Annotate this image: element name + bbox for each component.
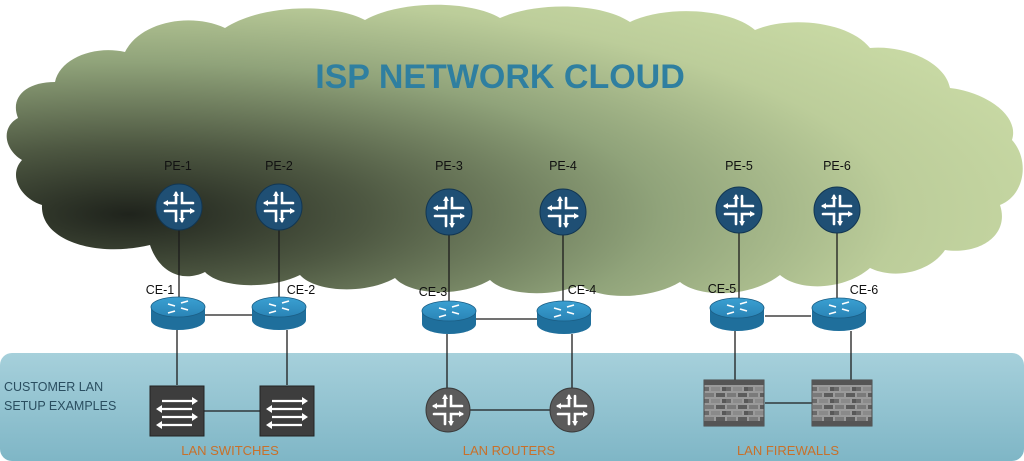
switch-arrows-icon bbox=[266, 397, 308, 429]
ce-router-6 bbox=[811, 297, 867, 331]
ce-router-2 bbox=[251, 296, 307, 330]
pe-label-2: PE-2 bbox=[265, 159, 293, 173]
pe-router-6 bbox=[813, 186, 861, 234]
pe-label-5: PE-5 bbox=[725, 159, 753, 173]
group-label-routers: LAN ROUTERS bbox=[463, 443, 556, 458]
lan-router-1 bbox=[425, 387, 471, 433]
router-arrows-icon bbox=[553, 304, 575, 318]
links bbox=[176, 208, 852, 412]
router-arrows-icon bbox=[726, 301, 748, 315]
pe-label-1: PE-1 bbox=[164, 159, 192, 173]
router-arrows-icon bbox=[438, 304, 460, 318]
pe-label-6: PE-6 bbox=[823, 159, 851, 173]
pe-router-3 bbox=[425, 188, 473, 236]
ce-label-1: CE-1 bbox=[146, 283, 175, 297]
pe-label-3: PE-3 bbox=[435, 159, 463, 173]
ce-label-2: CE-2 bbox=[287, 283, 316, 297]
isp-cloud: ISP NETWORK CLOUD bbox=[6, 4, 1023, 296]
customer-lan-title-line2: SETUP EXAMPLES bbox=[4, 399, 116, 413]
group-label-firewalls: LAN FIREWALLS bbox=[737, 443, 839, 458]
ce-router-5 bbox=[709, 297, 765, 331]
ce-label-3: CE-3 bbox=[419, 285, 448, 299]
lan-firewall-1 bbox=[703, 379, 765, 427]
cloud-title: ISP NETWORK CLOUD bbox=[315, 58, 685, 96]
pe-router-4 bbox=[539, 188, 587, 236]
router-arrows-icon bbox=[167, 300, 189, 314]
router-arrows-icon bbox=[268, 300, 290, 314]
ce-router-1 bbox=[150, 296, 206, 330]
lan-router-2 bbox=[549, 387, 595, 433]
customer-lan-band bbox=[0, 353, 1024, 461]
lan-switch-1 bbox=[149, 385, 205, 437]
pe-router-5 bbox=[715, 186, 763, 234]
pe-router-1 bbox=[155, 183, 203, 231]
switch-arrows-icon bbox=[156, 397, 198, 429]
customer-lan-title-line1: CUSTOMER LAN bbox=[4, 380, 103, 394]
ce-label-4: CE-4 bbox=[568, 283, 597, 297]
pe-router-2 bbox=[255, 183, 303, 231]
lan-switch-2 bbox=[259, 385, 315, 437]
router-arrows-icon bbox=[828, 301, 850, 315]
pe-label-4: PE-4 bbox=[549, 159, 577, 173]
ce-label-5: CE-5 bbox=[708, 282, 737, 296]
ce-router-3 bbox=[421, 300, 477, 334]
ce-router-4 bbox=[536, 300, 592, 334]
group-label-switches: LAN SWITCHES bbox=[181, 443, 279, 458]
ce-label-6: CE-6 bbox=[850, 283, 879, 297]
lan-firewall-2 bbox=[811, 379, 873, 427]
